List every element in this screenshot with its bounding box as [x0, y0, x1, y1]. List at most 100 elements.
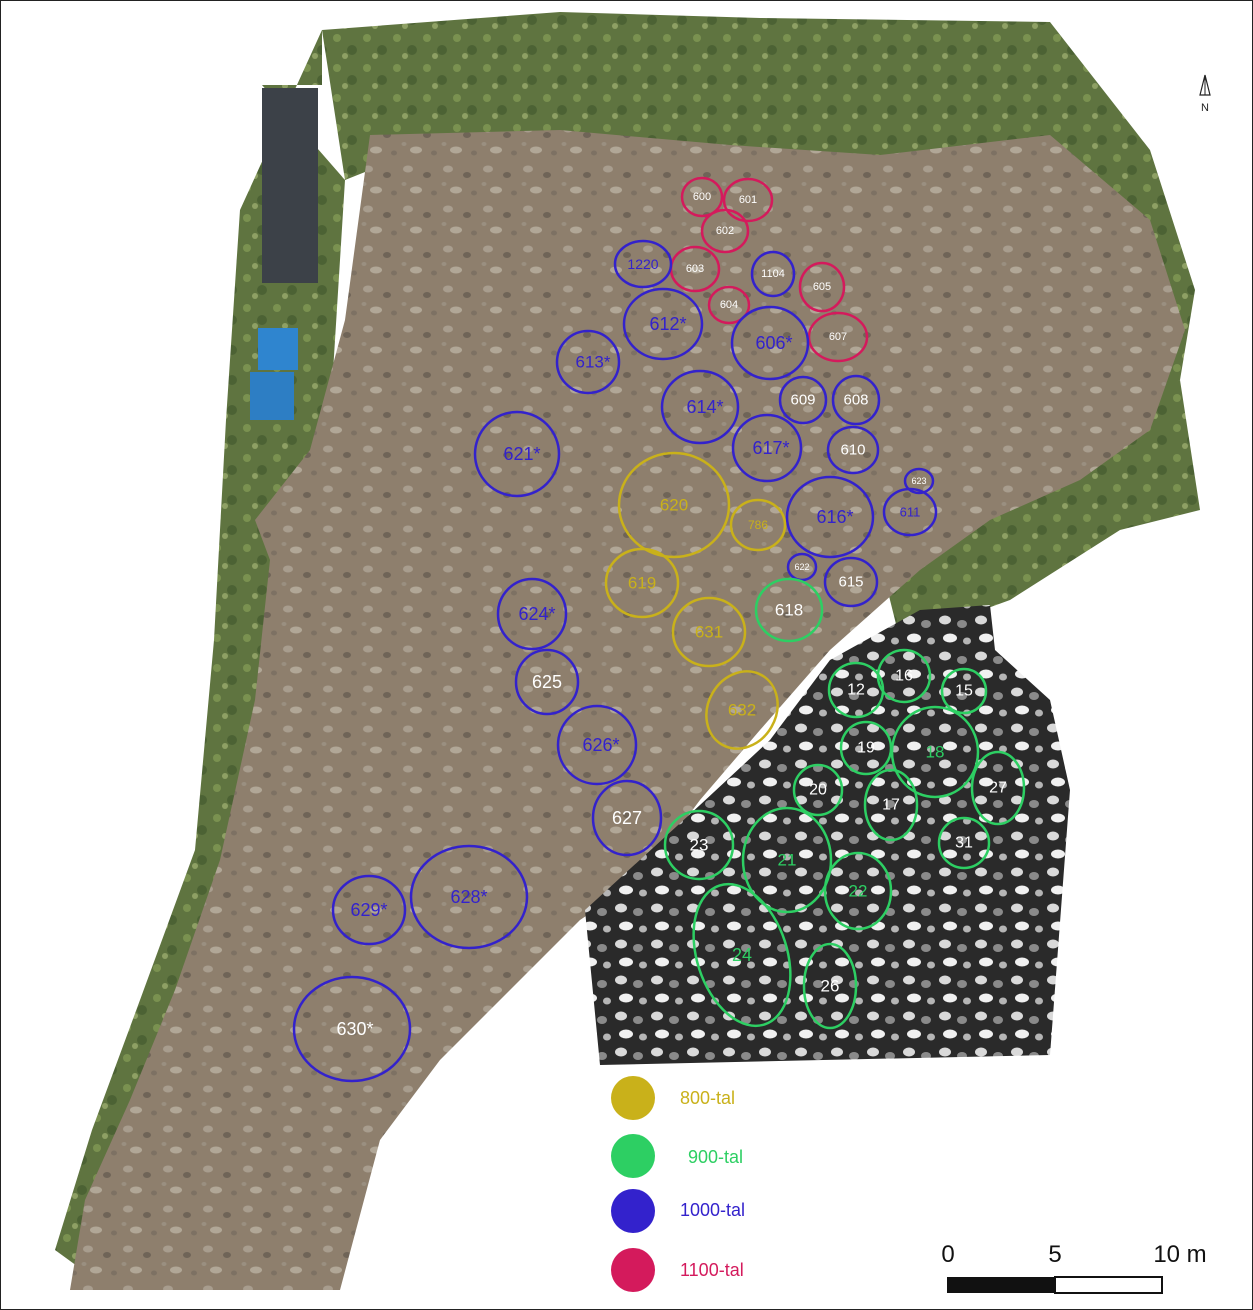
feature-17: 17	[863, 768, 919, 842]
feature-label-615: 615	[838, 574, 863, 591]
feature-label-31: 31	[955, 835, 973, 852]
feature-618: 618	[754, 577, 824, 643]
feature-outline-612-star	[622, 287, 704, 361]
blue-container	[250, 372, 294, 420]
feature-label-613-star: 613*	[576, 353, 611, 372]
feature-616-star: 616*	[785, 475, 875, 559]
feature-outline-601	[722, 177, 774, 223]
feature-620: 620	[617, 451, 731, 559]
feature-20: 20	[792, 763, 844, 817]
feature-label-601: 601	[739, 194, 757, 206]
feature-label-24: 24	[732, 945, 752, 965]
feature-606-star: 606*	[730, 305, 810, 381]
feature-label-21: 21	[778, 851, 797, 870]
feature-outline-619	[604, 547, 680, 619]
feature-label-603: 603	[686, 263, 704, 275]
scale-tick-10m: 10 m	[1153, 1241, 1206, 1268]
feature-600: 600	[680, 176, 724, 218]
feature-label-625: 625	[532, 672, 562, 692]
legend-swatch-1000	[611, 1189, 655, 1233]
feature-outline-23	[663, 809, 735, 881]
feature-outline-786	[729, 498, 787, 552]
feature-786: 786	[729, 498, 787, 552]
feature-outline-1220	[613, 239, 673, 289]
feature-outline-17	[863, 768, 919, 842]
feature-622: 622	[786, 552, 818, 582]
legend-label-900: 900-tal	[688, 1147, 743, 1167]
feature-31: 31	[937, 816, 991, 870]
feature-label-608: 608	[843, 392, 868, 409]
feature-outline-604	[707, 285, 751, 325]
feature-outline-614-star	[660, 369, 740, 445]
feature-617-star: 617*	[731, 413, 803, 483]
feature-outline-608	[831, 374, 881, 426]
feature-626-star: 626*	[556, 704, 638, 786]
feature-label-20: 20	[809, 782, 827, 799]
feature-outline-624-star	[496, 577, 568, 651]
feature-label-605: 605	[813, 281, 831, 293]
feature-outline-605	[798, 261, 846, 313]
feature-label-630-star: 630*	[336, 1019, 373, 1039]
feature-label-606-star: 606*	[755, 333, 792, 353]
feature-625: 625	[514, 648, 580, 716]
feature-623: 623	[903, 467, 935, 495]
roof-structure	[262, 88, 318, 283]
feature-22: 22	[823, 851, 893, 931]
excavated-surface	[70, 130, 1185, 1290]
feature-label-617-star: 617*	[752, 438, 789, 458]
blue-container-2	[258, 328, 298, 370]
feature-label-620: 620	[660, 496, 688, 515]
feature-26: 26	[802, 942, 858, 1030]
feature-label-614-star: 614*	[686, 397, 723, 417]
feature-outline-622	[786, 552, 818, 582]
feature-outline-631	[671, 596, 747, 668]
feature-outline-618	[754, 577, 824, 643]
feature-label-15: 15	[955, 683, 973, 700]
feature-outline-31	[937, 816, 991, 870]
feature-label-619: 619	[628, 574, 656, 593]
feature-outline-22	[823, 851, 893, 931]
feature-outline-613-star	[555, 329, 621, 395]
feature-outline-18	[890, 705, 980, 799]
feature-18: 18	[890, 705, 980, 799]
feature-outline-625	[514, 648, 580, 716]
feature-label-1220: 1220	[627, 256, 658, 272]
feature-label-19: 19	[857, 740, 875, 757]
feature-outline-609	[778, 375, 828, 425]
feature-outline-616-star	[785, 475, 875, 559]
feature-outline-606-star	[730, 305, 810, 381]
feature-24: 24	[692, 882, 792, 1028]
feature-label-612-star: 612*	[649, 314, 686, 334]
feature-outline-623	[903, 467, 935, 495]
feature-outline-610	[826, 425, 880, 475]
feature-outline-26	[802, 942, 858, 1030]
feature-outline-1104	[750, 250, 796, 298]
feature-label-18: 18	[926, 743, 945, 762]
feature-outline-16	[876, 648, 932, 704]
feature-label-632: 632	[728, 701, 756, 720]
feature-15: 15	[940, 667, 988, 715]
feature-21: 21	[741, 806, 833, 914]
feature-621-star: 621*	[473, 410, 561, 498]
feature-label-16: 16	[895, 668, 913, 685]
feature-outline-617-star	[731, 413, 803, 483]
feature-outline-629-star	[331, 874, 407, 946]
legend-label-800: 800-tal	[680, 1088, 735, 1108]
feature-627: 627	[591, 779, 663, 857]
legend-label-1000: 1000-tal	[680, 1200, 745, 1220]
feature-27: 27	[970, 750, 1026, 826]
feature-label-626-star: 626*	[582, 735, 619, 755]
feature-label-22: 22	[849, 882, 868, 901]
feature-outline-628-star	[409, 844, 529, 950]
feature-outline-626-star	[556, 704, 638, 786]
feature-609: 609	[778, 375, 828, 425]
feature-613-star: 613*	[555, 329, 621, 395]
scale-bar-black-segment	[947, 1277, 1055, 1293]
feature-624-star: 624*	[496, 577, 568, 651]
feature-label-23: 23	[690, 836, 709, 855]
feature-619: 619	[604, 547, 680, 619]
scale-tick-0: 0	[941, 1241, 954, 1268]
feature-label-602: 602	[716, 225, 734, 237]
feature-610: 610	[826, 425, 880, 475]
